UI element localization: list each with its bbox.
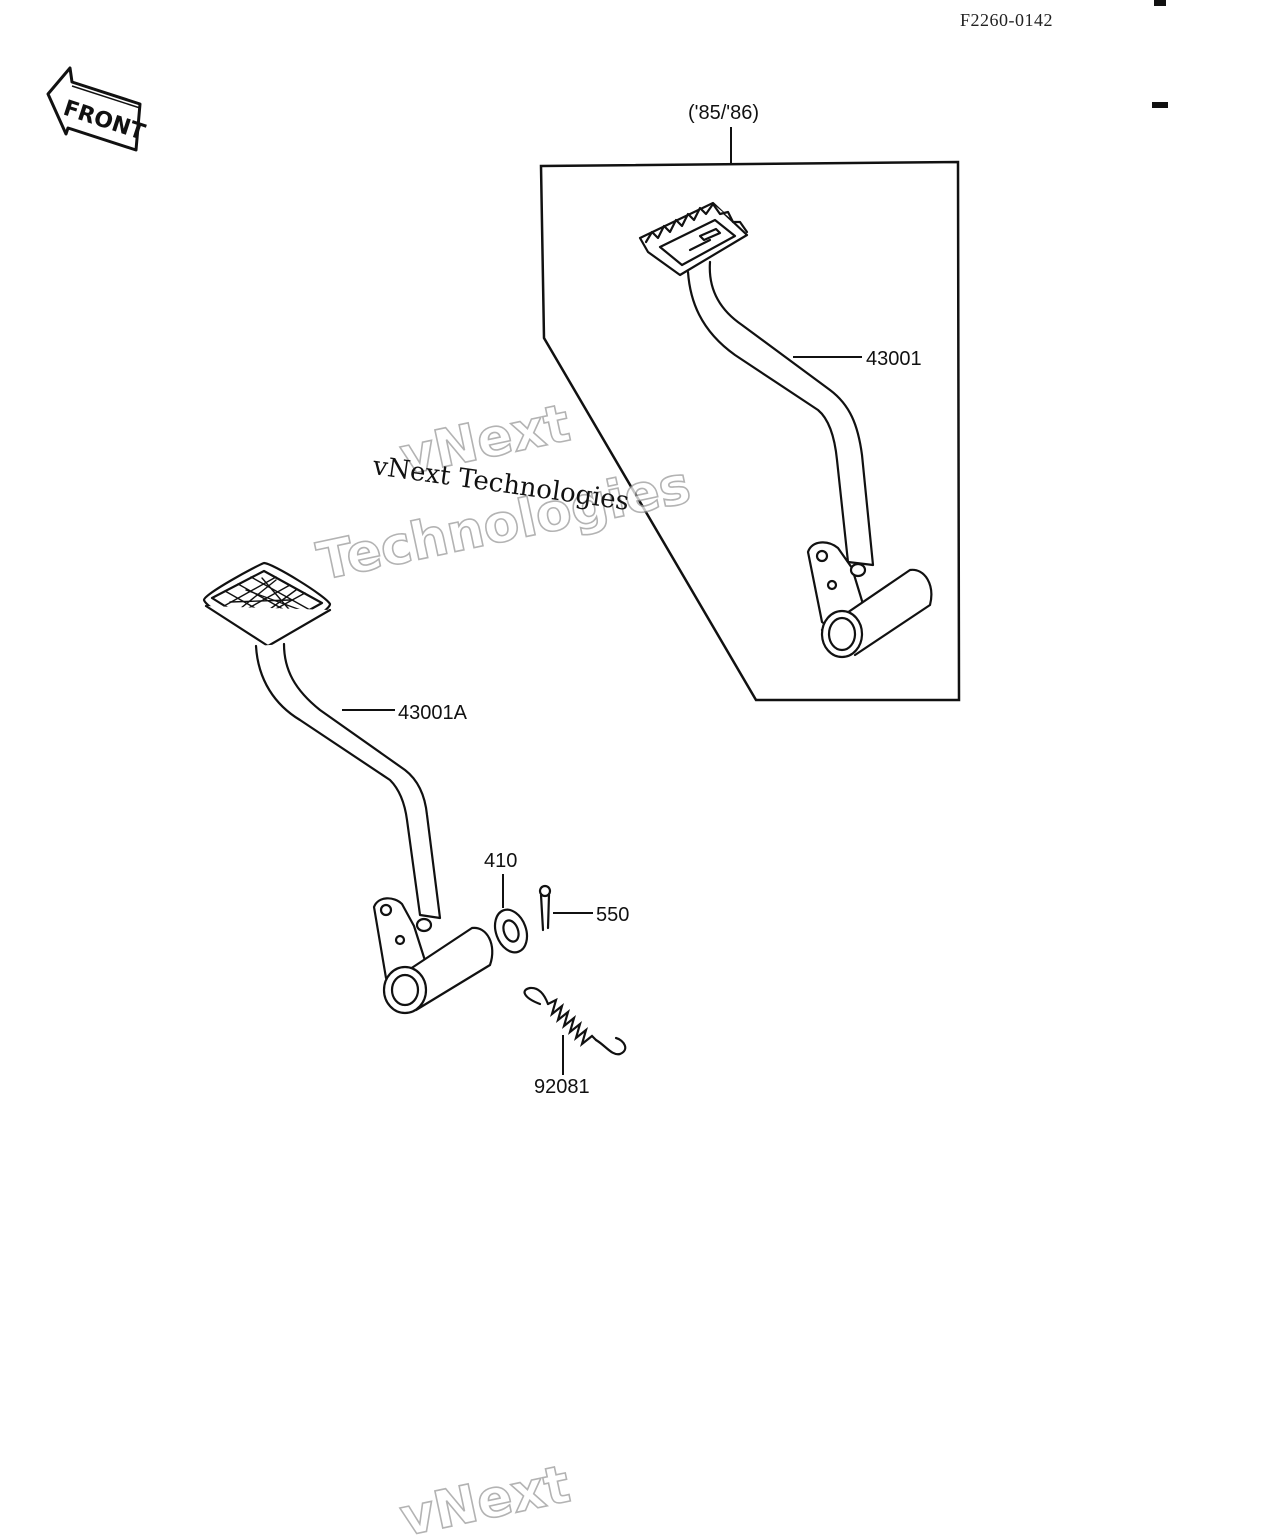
part-number-43001A: 43001A [398, 702, 468, 724]
part-number-410: 410 [484, 850, 517, 872]
upper-brake-pedal [638, 201, 933, 659]
lower-brake-pedal [202, 561, 494, 1015]
washer [493, 908, 529, 954]
part-number-43001: 43001 [866, 348, 922, 370]
part-number-550: 550 [596, 904, 629, 926]
watermark-bottom: vNext [395, 1454, 575, 1536]
cotter-pin [538, 884, 552, 932]
diagram-code: F2260-0142 [960, 10, 1053, 30]
margin-mark-mid [1152, 102, 1168, 108]
return-spring [523, 986, 627, 1056]
variant-label: ('85/'86) [688, 102, 759, 124]
part-number-92081: 92081 [534, 1076, 590, 1098]
margin-mark-top [1154, 0, 1166, 6]
variant-box [539, 160, 961, 702]
front-arrow-icon: FRONT [46, 66, 148, 152]
